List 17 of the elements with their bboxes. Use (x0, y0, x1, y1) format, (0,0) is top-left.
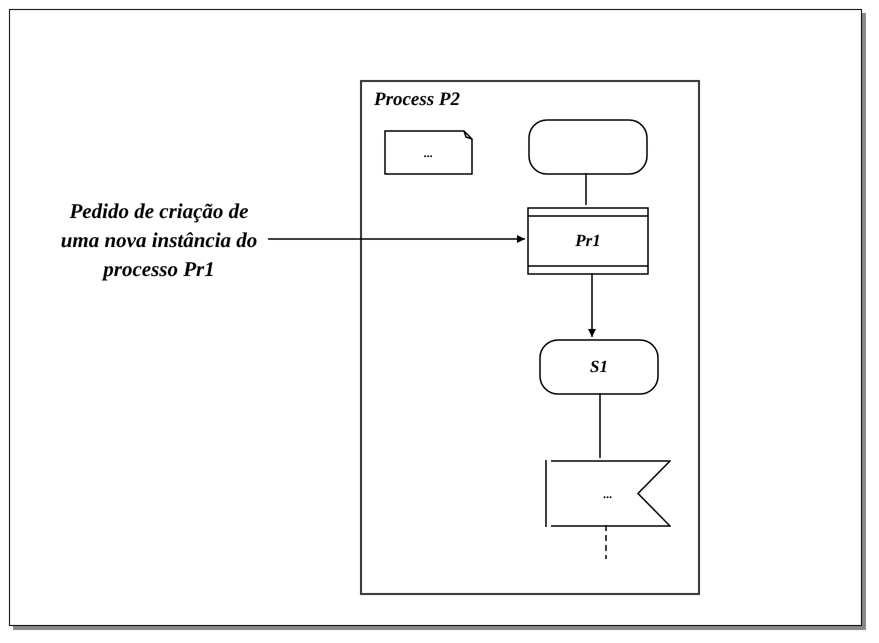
node-label: ... (424, 144, 433, 162)
process-title: Process P2 (374, 88, 460, 112)
process-frame (360, 80, 700, 595)
process-box (527, 207, 649, 275)
node-label: Pr1 (575, 230, 601, 252)
state-box (539, 339, 659, 395)
signal-flag-box (545, 460, 671, 527)
note-box (384, 130, 473, 175)
connector-line (605, 525, 607, 559)
node-label: S1 (590, 356, 608, 378)
connector-line (585, 173, 587, 205)
connector-line (588, 273, 596, 337)
node-label: ... (604, 486, 612, 502)
request-text: Pedido de criação de uma nova instância do processo Pr1 (50, 195, 268, 285)
connector-line (268, 235, 525, 243)
connector-line (599, 393, 601, 458)
state-box (528, 119, 648, 175)
